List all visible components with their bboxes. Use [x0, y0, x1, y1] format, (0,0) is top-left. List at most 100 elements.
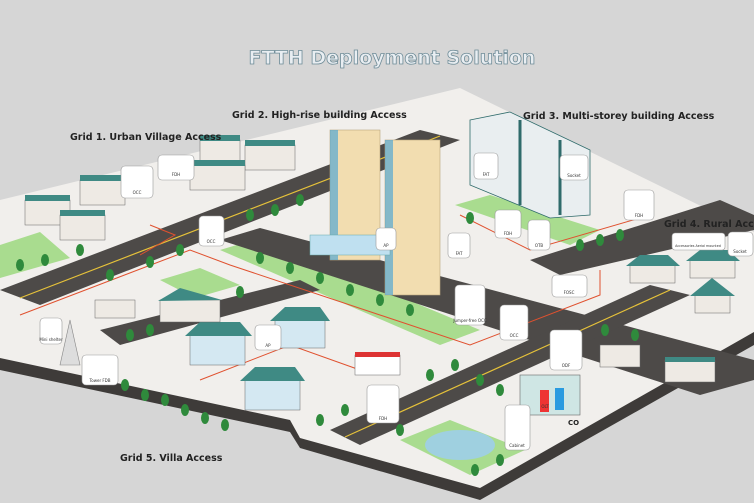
page-title: FTTH Deployment Solution [249, 47, 536, 69]
high-rise-buildings [309, 129, 441, 296]
tree [451, 359, 459, 371]
tree [121, 379, 129, 391]
grid4-label: Grid 4. Rural Access [664, 219, 754, 230]
tree [616, 229, 624, 241]
svg-text:AP: AP [265, 343, 271, 348]
svg-text:OCC: OCC [133, 190, 142, 195]
callout-tower-fdb: Tower FDB [81, 354, 119, 386]
svg-text:Accessories Aerial mounted: Accessories Aerial mounted [675, 244, 721, 248]
tree [221, 419, 229, 431]
callout-odf: ODF [549, 329, 583, 371]
grid2-label: Grid 2. High-rise building Access [232, 110, 407, 121]
tree [176, 244, 184, 256]
callout-fdh4: FDH [366, 384, 400, 424]
tree [246, 209, 254, 221]
tree [466, 212, 474, 224]
callout-occ3: OCC [499, 304, 529, 341]
tree [146, 324, 154, 336]
grass-area [455, 195, 600, 245]
fiber-line [459, 214, 651, 251]
tree [471, 464, 479, 476]
co-label: CO [568, 419, 579, 427]
svg-text:ODF: ODF [562, 363, 571, 368]
tree [286, 262, 294, 274]
tree [376, 294, 384, 306]
co-building [519, 374, 581, 416]
callout-ap1: AP [375, 227, 397, 251]
tree [146, 256, 154, 268]
svg-text:Cabinet: Cabinet [509, 443, 525, 448]
callout-ap2: AP [254, 324, 282, 351]
callout-occ1: OCC [120, 165, 154, 199]
callout-fosc: FOSC [551, 274, 588, 298]
tree [76, 244, 84, 256]
callout-otb: OTB [527, 219, 551, 251]
callout-fdh2: FDH [494, 209, 522, 239]
tree [426, 369, 434, 381]
svg-text:FDH: FDH [635, 213, 643, 218]
callout-socket1: Socket [559, 154, 589, 181]
svg-text:FOSC: FOSC [564, 290, 575, 295]
tower [59, 319, 81, 366]
tree [236, 286, 244, 298]
callout-accessories: Accessories Aerial mounted [671, 232, 726, 251]
tree [576, 239, 584, 251]
tree [496, 384, 504, 396]
svg-text:FAT: FAT [483, 172, 490, 177]
tree [476, 374, 484, 386]
villa-buildings [59, 288, 716, 411]
tree [396, 424, 404, 436]
tree [181, 404, 189, 416]
svg-text:Jumper-free OCC: Jumper-free OCC [452, 318, 487, 323]
fiber-line [139, 224, 177, 256]
tree [341, 404, 349, 416]
grid5-label: Grid 5. Villa Access [120, 453, 223, 464]
tree [496, 454, 504, 466]
callout-cabinet: Cabinet [504, 404, 531, 451]
svg-text:AP: AP [383, 243, 389, 248]
tree [126, 329, 134, 341]
tree [201, 412, 209, 424]
trees [16, 194, 639, 476]
svg-text:OCC: OCC [510, 333, 519, 338]
svg-text:FAT: FAT [456, 251, 463, 256]
grid1-label: Grid 1. Urban Village Access [70, 132, 222, 143]
rural-houses [626, 250, 740, 314]
tree [16, 259, 24, 271]
svg-text:OTB: OTB [535, 243, 544, 248]
fiber-line [19, 249, 601, 346]
tree [271, 204, 279, 216]
callout-jumper-free-occ: Jumper-free OCC [452, 284, 487, 326]
callout-occ2: OCC [198, 215, 225, 247]
cross-road [330, 285, 690, 445]
grass-area [160, 268, 240, 298]
tree [141, 389, 149, 401]
callout-socket2: Socket [727, 231, 754, 257]
tree [631, 329, 639, 341]
svg-text:Mini shelter: Mini shelter [39, 337, 63, 342]
svg-text:FDH: FDH [172, 172, 180, 177]
svg-text:FDH: FDH [504, 231, 512, 236]
tree [106, 269, 114, 281]
urban-village-buildings [24, 135, 296, 241]
svg-text:FDH: FDH [379, 416, 387, 421]
pond [425, 430, 495, 460]
tree [296, 194, 304, 206]
tree [256, 252, 264, 264]
tree [601, 324, 609, 336]
tree [346, 284, 354, 296]
tree [316, 414, 324, 426]
olt-label: OLT [541, 404, 549, 409]
callout-fat2: FAT [473, 152, 499, 180]
tree [596, 234, 604, 246]
tree [406, 304, 414, 316]
callout-mini-shelter: Mini shelter [39, 317, 63, 345]
svg-text:Socket: Socket [733, 249, 747, 254]
tree [41, 254, 49, 266]
svg-text:OCC: OCC [207, 239, 216, 244]
grid3-label: Grid 3. Multi-storey building Access [523, 111, 715, 122]
callout-fdh3: FDH [623, 189, 655, 221]
callout-fdh1: FDH [157, 154, 195, 181]
side-road [530, 200, 754, 275]
